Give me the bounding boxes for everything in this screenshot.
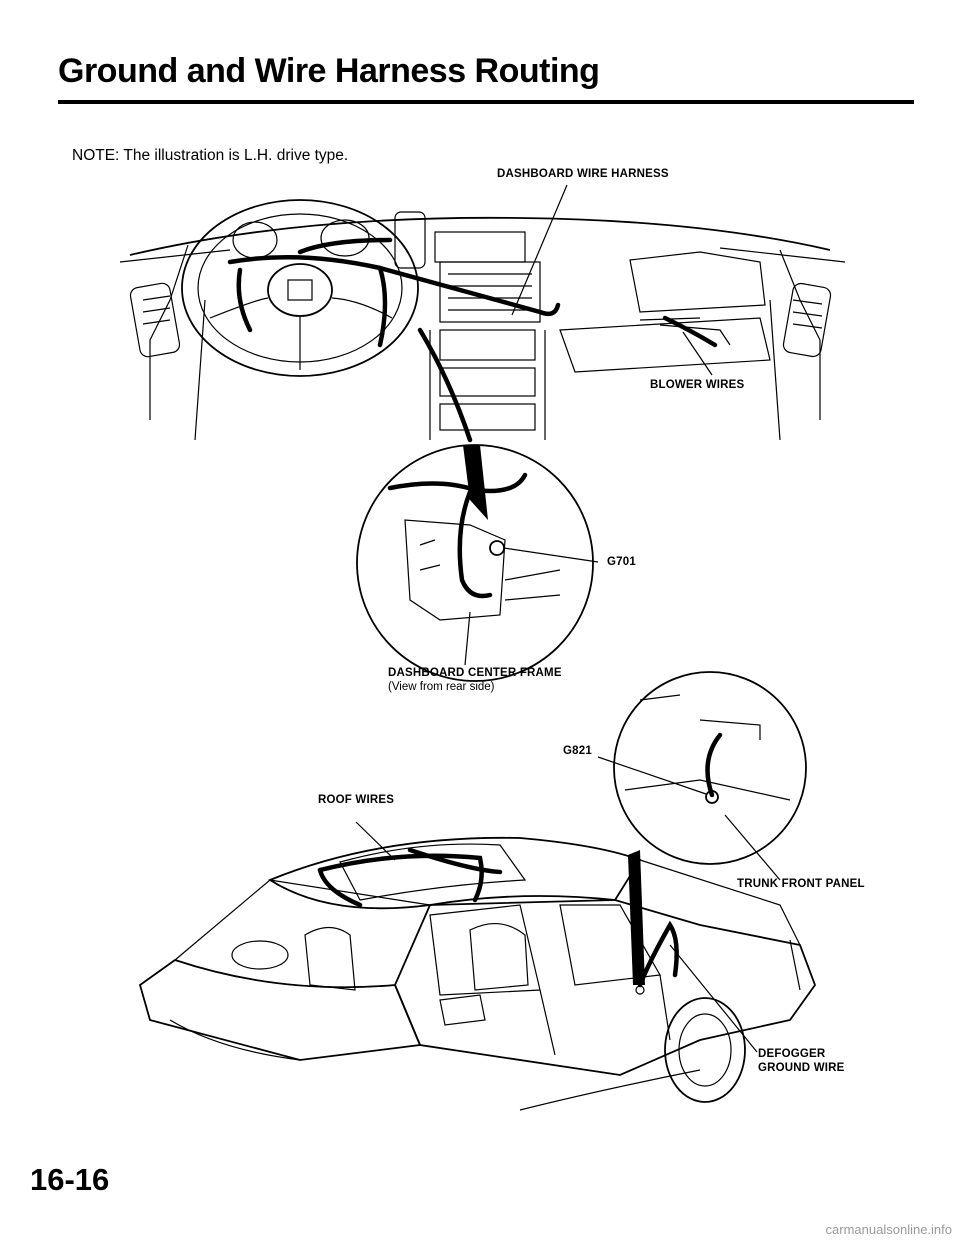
note-text: NOTE: The illustration is L.H. drive typ… [72,147,349,164]
roof-outline [268,836,642,910]
defogger-ground-point [635,985,645,995]
dashboard-drawing [119,184,846,520]
rear-wheel [664,997,746,1103]
leader-center-frame [464,611,471,666]
page-number: 16-16 [30,1162,110,1197]
right-pillar [769,249,821,441]
leader-trunk-front-panel [724,814,781,881]
tail-light [789,939,801,991]
detail-harness-down [457,489,493,599]
leader-g701 [503,547,599,563]
dash-side-edges [119,247,846,263]
leader-blower-wires [682,331,713,376]
left-vent [129,282,181,358]
leader-dashboard-harness [511,184,568,316]
ground-shadow-line [519,1069,701,1111]
right-vent-slats [792,299,823,329]
watermark: carmanualsonline.info [825,1222,952,1237]
hood [138,959,422,1061]
defogger-wire [637,920,679,988]
label-blower-wires: BLOWER WIRES [650,379,745,391]
left-vent-slats [142,295,171,325]
title-rule [58,100,914,104]
detail-circle-g821 [613,671,807,865]
front-seat [304,926,356,991]
lower-panel [439,403,536,431]
label-g821: G821 [563,745,592,757]
trunk-panel-lines [624,694,791,801]
leader-defogger [669,944,758,1053]
g821-pointer-wedge [628,850,645,985]
center-vent-slats [448,273,532,311]
page-title: Ground and Wire Harness Routing [58,52,600,90]
roof-wires-branches [317,847,503,908]
left-pillar [149,244,206,441]
right-vent [782,282,832,358]
clock-panel [434,231,526,263]
climate-control [439,367,536,397]
g701-ground-bolt [489,540,505,556]
side-mirror [439,994,486,1026]
dashboard-harness-main [227,254,561,317]
label-ground-wire: GROUND WIRE [758,1062,845,1074]
rear-seat [469,923,529,991]
door-lines [539,974,671,1056]
label-dashboard-wire-harness: DASHBOARD WIRE HARNESS [497,168,669,180]
steering-spokes [209,297,393,370]
glove-box-area [559,317,771,373]
blower-unit [629,251,766,313]
dashboard-harness-branches [236,237,393,348]
label-g701: G701 [607,556,636,568]
car-drawing [138,821,817,1111]
trunk-lid-edge [639,859,801,946]
instrument-side-switches [394,211,426,269]
label-dashboard-center-frame: DASHBOARD CENTER FRAME [388,667,562,679]
roof-wires-harness [317,853,484,903]
label-view-from-rear-side: (View from rear side) [388,681,495,693]
detail-harness [387,472,528,494]
detail-circle-g701 [356,444,594,682]
detail-g821 [597,671,807,985]
rear-wheel-hub [678,1013,732,1087]
detail-g701 [356,444,599,682]
center-frame-bracket [404,519,506,621]
interior-steering-wheel [231,940,289,970]
front-bumper [169,1019,301,1061]
center-vent [439,261,541,323]
detail-pointer-wedge [463,445,488,520]
label-defogger: DEFOGGER [758,1048,826,1060]
leader-g821 [597,756,707,795]
steering-wheel-rim [181,199,419,377]
honda-emblem [287,279,313,301]
harness-to-center-frame [417,327,473,443]
label-trunk-front-panel: TRUNK FRONT PANEL [737,878,865,890]
dash-top-edge [129,216,831,256]
g821-ground-bolt [705,790,719,804]
sunroof [339,843,527,901]
steering-hub [267,263,333,317]
gauge-left [232,221,278,259]
side-body [394,899,817,1076]
frame-details [419,539,561,601]
gauge-right [320,219,370,257]
radio-unit [439,329,536,361]
leader-roof-wires [355,821,396,861]
label-roof-wires: ROOF WIRES [318,794,395,806]
blower-wires-harness [662,315,718,348]
front-window [429,904,541,996]
g821-wire [705,732,723,798]
